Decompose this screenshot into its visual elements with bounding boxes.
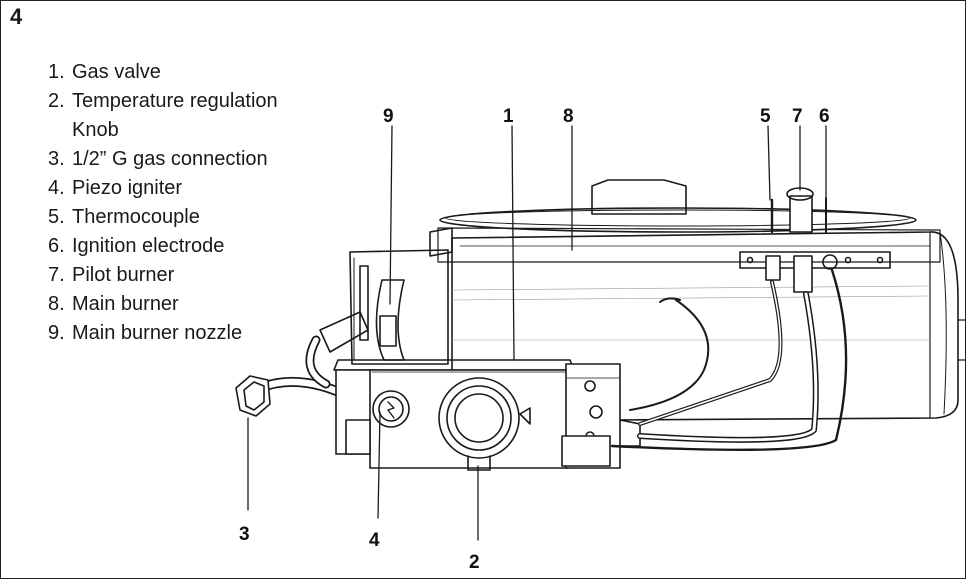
legend-number: 9. [48, 322, 65, 344]
nozzle-bracket [319, 227, 453, 365]
callout-1: 1 [503, 106, 514, 127]
legend-item-pilot-burner: 7. Pilot burner [48, 261, 278, 290]
figure-number: 4 [10, 4, 23, 29]
legend-number: 5. [48, 206, 65, 228]
legend-item-gas-connection: 3. 1/2” G gas connection [48, 145, 278, 174]
gas-supply-pipe [235, 335, 357, 417]
legend-label: Ignition electrode [72, 235, 225, 257]
legend-number: 3. [48, 148, 65, 170]
leader-line-4 [377, 411, 381, 519]
legend-label: Main burner nozzle [72, 322, 243, 344]
gas-valve-drawing [333, 359, 641, 471]
legend-number: 2. [48, 90, 65, 112]
callout-4: 4 [369, 530, 380, 551]
legend-label: Main burner [72, 293, 179, 315]
callout-9: 9 [383, 106, 394, 127]
callout-7: 7 [792, 106, 803, 127]
legend-label: 1/2” G gas connection [72, 148, 268, 170]
legend-number: 6. [48, 235, 65, 257]
legend-label: Pilot burner [72, 264, 175, 286]
legend-label: Thermocouple [72, 206, 200, 228]
legend-item-ignition-electrode: 6. Ignition electrode [48, 232, 278, 261]
legend-item-main-burner-nozzle: 9. Main burner nozzle [48, 319, 278, 348]
callout-2: 2 [469, 552, 480, 573]
legend-number: 1. [48, 61, 65, 83]
leader-lines [247, 125, 827, 541]
callout-6: 6 [819, 106, 830, 127]
legend-label: Temperature regulation [72, 90, 278, 112]
legend-item-main-burner: 8. Main burner [48, 290, 278, 319]
legend-label: Piezo igniter [72, 177, 183, 199]
legend-number: 4. [48, 177, 65, 199]
legend-number: 7. [48, 264, 65, 286]
leader-line-1 [511, 125, 515, 361]
leader-line-5 [767, 125, 771, 201]
pilot-tubes [610, 187, 848, 452]
legend-number: 8. [48, 293, 65, 315]
legend-item-thermocouple: 5. Thermocouple [48, 203, 278, 232]
callout-8: 8 [563, 106, 574, 127]
legend-item-gas-valve: 1. Gas valve [48, 58, 278, 87]
legend-label: Gas valve [72, 61, 161, 83]
legend-item-piezo-igniter: 4. Piezo igniter [48, 174, 278, 203]
legend-label-continued: Knob [72, 119, 119, 141]
callout-3: 3 [239, 524, 250, 545]
leader-line-9 [389, 125, 393, 305]
callout-5: 5 [760, 106, 771, 127]
